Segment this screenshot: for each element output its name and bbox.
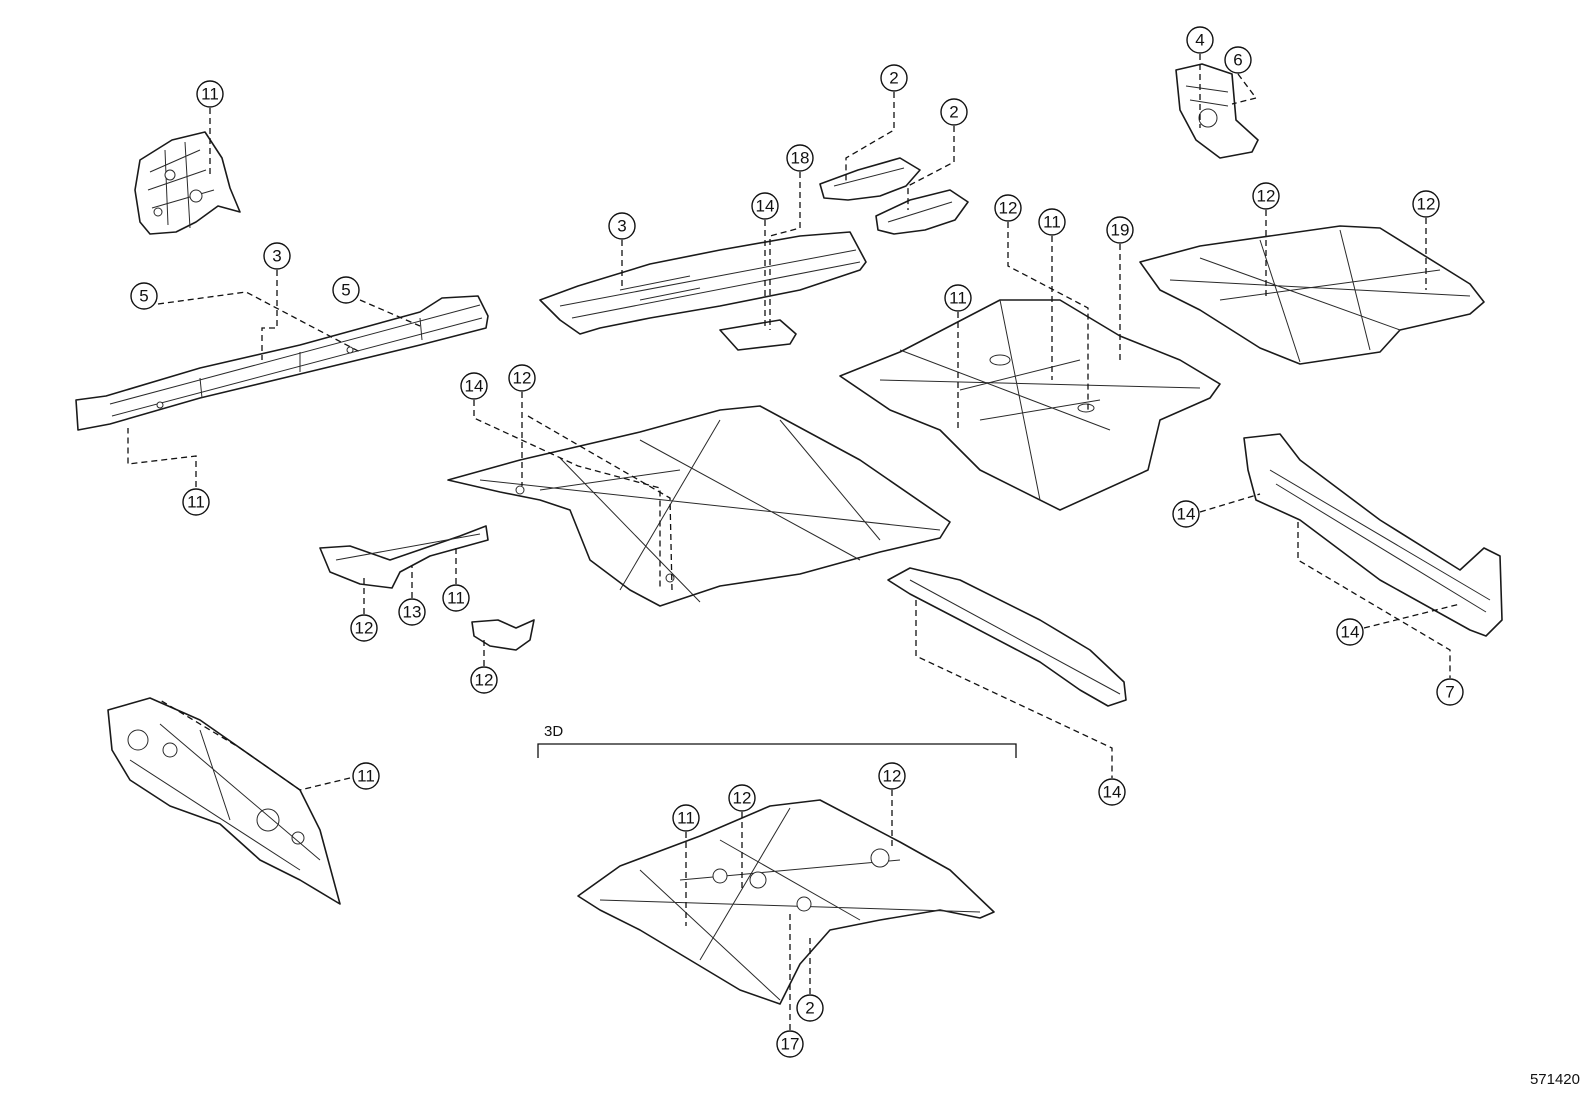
svg-text:11: 11 <box>201 85 219 104</box>
svg-text:6: 6 <box>1233 51 1242 70</box>
callout: 2 <box>796 994 824 1022</box>
part-cowl-side-panel <box>134 131 241 235</box>
part-gusset-plate-lower <box>875 189 969 235</box>
svg-text:14: 14 <box>756 197 775 216</box>
svg-text:11: 11 <box>1043 213 1061 232</box>
svg-text:3: 3 <box>617 217 626 236</box>
callout: 11 <box>196 80 224 108</box>
part-small-mount-bracket <box>471 619 535 651</box>
callout: 12 <box>728 784 756 812</box>
section-bracket-3d: 3D <box>537 723 1017 758</box>
callout: 12 <box>994 194 1022 222</box>
svg-text:14: 14 <box>1103 783 1122 802</box>
svg-text:7: 7 <box>1445 683 1454 702</box>
callout: 17 <box>776 1030 804 1058</box>
part-center-cross-rail <box>887 567 1127 707</box>
callout: 2 <box>880 64 908 92</box>
section-label: 3D <box>544 723 563 740</box>
callout: 14 <box>1172 500 1200 528</box>
svg-text:18: 18 <box>791 149 810 168</box>
callout: 18 <box>786 144 814 172</box>
callout: 11 <box>442 584 470 612</box>
callout: 2 <box>940 98 968 126</box>
leader-lines <box>127 54 1461 1030</box>
svg-text:17: 17 <box>781 1035 800 1054</box>
svg-text:11: 11 <box>447 589 465 608</box>
callout: 11 <box>182 488 210 516</box>
svg-text:12: 12 <box>355 619 374 638</box>
callout: 3 <box>608 212 636 240</box>
svg-text:2: 2 <box>805 999 814 1018</box>
callout: 11 <box>352 762 380 790</box>
callout: 3 <box>263 242 291 270</box>
svg-text:12: 12 <box>1257 187 1276 206</box>
part-gusset-plate-upper <box>819 157 921 201</box>
callout: 12 <box>470 666 498 694</box>
svg-text:14: 14 <box>465 377 484 396</box>
callout: 14 <box>460 372 488 400</box>
svg-text:11: 11 <box>677 809 695 828</box>
svg-text:12: 12 <box>1417 195 1436 214</box>
callout: 12 <box>508 364 536 392</box>
callout: 19 <box>1106 216 1134 244</box>
callouts: 11 3 5 5 11 3 14 18 2 2 4 6 12 11 19 11 … <box>130 26 1464 1058</box>
svg-text:19: 19 <box>1111 221 1130 240</box>
part-side-member-right <box>1243 433 1503 637</box>
part-rear-floor-pan <box>1139 225 1485 365</box>
callout: 12 <box>1252 182 1280 210</box>
svg-text:5: 5 <box>341 281 350 300</box>
part-floor-pan-3d <box>577 799 995 1005</box>
part-tunnel-reinforcement <box>539 231 867 351</box>
svg-text:3: 3 <box>272 247 281 266</box>
svg-text:2: 2 <box>949 103 958 122</box>
svg-text:12: 12 <box>475 671 494 690</box>
svg-text:12: 12 <box>999 199 1018 218</box>
callout: 7 <box>1436 678 1464 706</box>
svg-text:11: 11 <box>949 289 967 308</box>
callout: 13 <box>398 598 426 626</box>
svg-text:2: 2 <box>889 69 898 88</box>
callout: 4 <box>1186 26 1214 54</box>
callout: 5 <box>332 276 360 304</box>
callout: 12 <box>878 762 906 790</box>
svg-text:12: 12 <box>733 789 752 808</box>
callout: 14 <box>751 192 779 220</box>
svg-text:13: 13 <box>403 603 422 622</box>
svg-text:4: 4 <box>1195 31 1204 50</box>
part-front-floor-pan <box>447 405 951 607</box>
callout: 11 <box>672 804 700 832</box>
callout: 5 <box>130 282 158 310</box>
svg-text:5: 5 <box>139 287 148 306</box>
svg-text:14: 14 <box>1177 505 1196 524</box>
part-center-floor-pan <box>839 299 1221 511</box>
diagram-number: 571420 <box>1530 1071 1580 1088</box>
svg-text:14: 14 <box>1341 623 1360 642</box>
part-dash-panel <box>107 697 341 905</box>
callout: 14 <box>1336 618 1364 646</box>
callout: 12 <box>350 614 378 642</box>
svg-text:12: 12 <box>513 369 532 388</box>
part-front-cross-member <box>319 525 489 589</box>
svg-text:12: 12 <box>883 767 902 786</box>
callout: 14 <box>1098 778 1126 806</box>
callout: 11 <box>1038 208 1066 236</box>
part-side-member-left <box>75 295 489 431</box>
callout: 12 <box>1412 190 1440 218</box>
callout: 6 <box>1224 46 1252 74</box>
part-small-bracket <box>1175 63 1259 159</box>
svg-text:11: 11 <box>357 767 375 786</box>
svg-text:11: 11 <box>187 493 205 512</box>
callout: 11 <box>944 284 972 312</box>
